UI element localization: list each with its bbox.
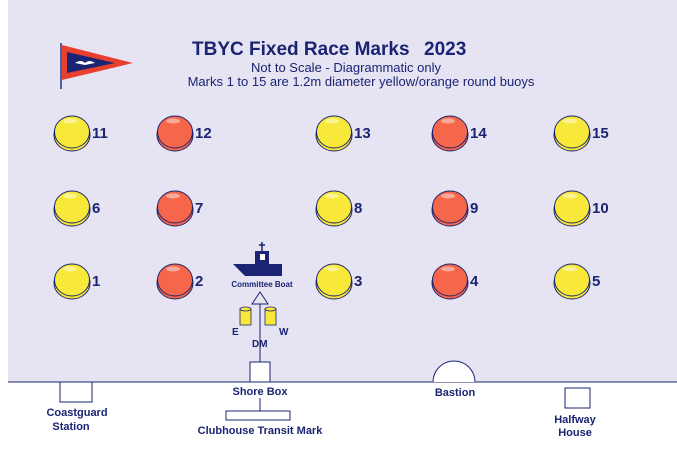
title: TBYC Fixed Race Marks xyxy=(192,39,410,60)
subtitle-scale: Not to Scale - Diagrammatic only xyxy=(251,60,442,75)
mark-number: 7 xyxy=(195,200,203,217)
mark-number: 14 xyxy=(470,125,487,142)
mark-number: 10 xyxy=(592,200,609,217)
mark-10-buoy: 10 xyxy=(553,190,609,227)
halfway-house xyxy=(564,387,591,409)
year: 2023 xyxy=(424,39,466,60)
clubhouse-label: Clubhouse Transit Mark xyxy=(198,425,324,437)
mark-5-buoy: 5 xyxy=(553,263,600,300)
mark-number: 4 xyxy=(470,273,479,290)
east-label: E xyxy=(232,327,239,338)
mark-number: 3 xyxy=(354,273,362,290)
west-buoy-icon xyxy=(264,306,277,326)
west-label: W xyxy=(279,327,289,338)
mark-14-buoy: 14 xyxy=(431,115,487,152)
mark-13-buoy: 13 xyxy=(315,115,371,152)
bastion xyxy=(432,360,476,383)
mark-number: 6 xyxy=(92,200,100,217)
mark-8-buoy: 8 xyxy=(315,190,362,227)
mark-number: 5 xyxy=(592,273,600,290)
house-label: House xyxy=(558,427,592,439)
mark-15-buoy: 15 xyxy=(553,115,609,152)
coastguard-station xyxy=(59,381,93,403)
mark-12-buoy: 12 xyxy=(156,115,212,152)
dm-label: DM xyxy=(252,339,268,350)
mark-number: 15 xyxy=(592,125,609,142)
subtitle-marks: Marks 1 to 15 are 1.2m diameter yellow/o… xyxy=(188,74,535,89)
mark-number: 2 xyxy=(195,273,203,290)
mark-3-buoy: 3 xyxy=(315,263,362,300)
mark-4-buoy: 4 xyxy=(431,263,479,300)
mark-1-buoy: 1 xyxy=(53,263,100,300)
mark-2-buoy: 2 xyxy=(156,263,203,300)
club-burgee-icon xyxy=(60,43,133,89)
clubhouse-transit-mark xyxy=(225,410,291,421)
committee-boat-label: Committee Boat xyxy=(231,280,293,289)
mark-number: 12 xyxy=(195,125,212,142)
mark-number: 11 xyxy=(92,125,108,142)
station-label: Station xyxy=(52,421,90,433)
mark-7-buoy: 7 xyxy=(156,190,203,227)
mark-11-buoy: 11 xyxy=(53,115,108,152)
mark-number: 8 xyxy=(354,200,362,217)
shore-box-label: Shore Box xyxy=(232,386,288,398)
committee-boat-icon xyxy=(233,242,282,276)
halfway-label: Halfway xyxy=(554,414,596,426)
mark-number: 9 xyxy=(470,200,478,217)
coastguard-label: Coastguard xyxy=(46,407,107,419)
bastion-label: Bastion xyxy=(435,387,476,399)
mark-number: 13 xyxy=(354,125,371,142)
mark-number: 1 xyxy=(92,273,100,290)
mark-9-buoy: 9 xyxy=(431,190,478,227)
mark-6-buoy: 6 xyxy=(53,190,100,227)
shore-box xyxy=(249,361,271,383)
east-buoy-icon xyxy=(239,306,252,326)
